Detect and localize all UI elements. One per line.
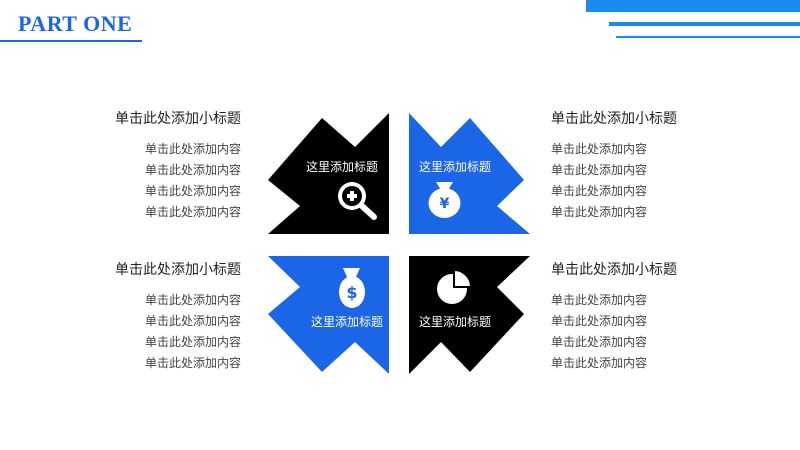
block-subtitle: 单击此处添加小标题	[551, 111, 677, 127]
pie-chart-icon	[437, 268, 473, 304]
quadrant-bottom-right: 这里添加标题	[409, 256, 530, 374]
money-bag-yen-icon: ¥	[428, 182, 461, 218]
text-block-bottom-right: 单击此处添加小标题 单击此处添加内容 单击此处添加内容 单击此处添加内容 单击此…	[551, 261, 800, 374]
block-subtitle: 单击此处添加小标题	[115, 262, 241, 278]
block-line: 单击此处添加内容	[551, 163, 648, 177]
block-line: 单击此处添加内容	[144, 335, 241, 349]
block-line: 单击此处添加内容	[551, 205, 648, 219]
decor-bar-mid	[609, 22, 800, 26]
block-subtitle: 单击此处添加小标题	[551, 262, 677, 278]
money-bag-dollar-icon: $	[339, 268, 365, 308]
dollar-symbol: $	[346, 283, 357, 302]
block-line: 单击此处添加内容	[551, 293, 648, 307]
block-line: 单击此处添加内容	[144, 205, 241, 219]
quadrant-label: 这里添加标题	[419, 159, 491, 174]
search-plus-icon	[338, 182, 377, 220]
block-line: 单击此处添加内容	[144, 314, 241, 328]
block-line: 单击此处添加内容	[144, 293, 241, 307]
block-line: 单击此处添加内容	[551, 335, 648, 349]
text-block-top-left: 单击此处添加小标题 单击此处添加内容 单击此处添加内容 单击此处添加内容 单击此…	[0, 110, 241, 223]
decor-bar-bottom	[616, 36, 800, 38]
yen-symbol: ¥	[440, 196, 450, 212]
quadrant-bottom-left: 这里添加标题 $	[268, 256, 389, 374]
block-line: 单击此处添加内容	[551, 142, 648, 156]
quadrant-label: 这里添加标题	[306, 159, 378, 174]
block-line: 单击此处添加内容	[144, 356, 241, 370]
quadrant-label: 这里添加标题	[311, 314, 383, 329]
decor-bar-top	[586, 0, 800, 12]
quadrant-top-left: 这里添加标题	[268, 113, 389, 234]
block-subtitle: 单击此处添加小标题	[115, 111, 241, 127]
block-line: 单击此处添加内容	[551, 314, 648, 328]
quadrant-top-right: 这里添加标题 ¥	[409, 113, 530, 234]
block-line: 单击此处添加内容	[144, 142, 241, 156]
quadrant-label: 这里添加标题	[419, 314, 491, 329]
block-line: 单击此处添加内容	[551, 184, 648, 198]
page-title: PART ONE	[18, 11, 133, 36]
block-line: 单击此处添加内容	[144, 184, 241, 198]
text-block-top-right: 单击此处添加小标题 单击此处添加内容 单击此处添加内容 单击此处添加内容 单击此…	[551, 110, 800, 223]
title-underline	[0, 40, 142, 42]
text-block-bottom-left: 单击此处添加小标题 单击此处添加内容 单击此处添加内容 单击此处添加内容 单击此…	[0, 261, 241, 374]
block-line: 单击此处添加内容	[144, 163, 241, 177]
block-line: 单击此处添加内容	[551, 356, 648, 370]
